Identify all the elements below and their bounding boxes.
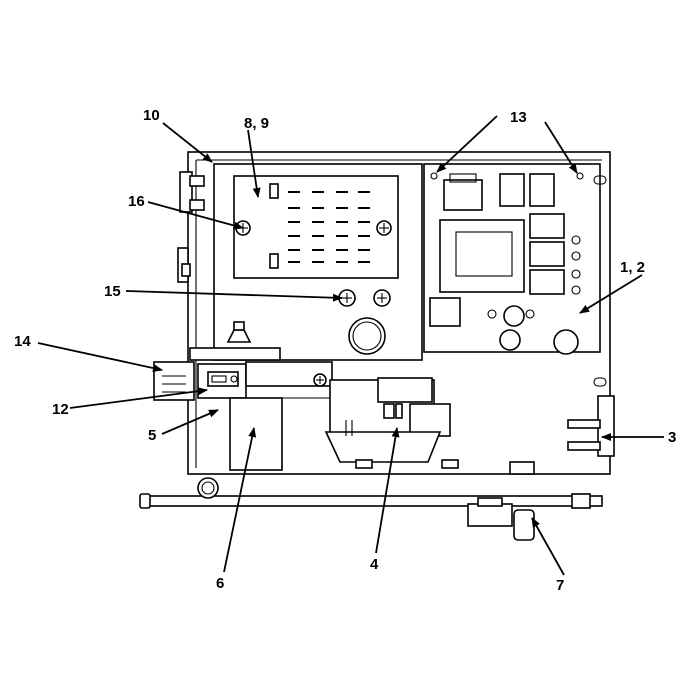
callout-16: 16 [128, 193, 145, 210]
side-connector [567, 395, 615, 457]
inner-panel [213, 163, 423, 361]
callout-1-2: 1, 2 [620, 259, 645, 276]
knockout-hole [348, 317, 386, 355]
callout-6: 6 [216, 575, 224, 592]
callout-4: 4 [370, 556, 379, 573]
callout-8-9: 7 [556, 577, 564, 594]
callout-13: 13 [510, 109, 527, 126]
relay-board [233, 175, 399, 279]
bottom-rail [139, 461, 603, 541]
leader-lines [37, 115, 664, 576]
callout-10: 10 [143, 107, 160, 124]
callout-5: 5 [148, 427, 156, 444]
callout-14: 14 [14, 333, 31, 350]
base-block [229, 397, 330, 471]
chassis-plate [177, 151, 611, 475]
screw-board-right [376, 220, 392, 236]
callout-7: 8, 9 [244, 115, 269, 132]
terminal-block [153, 321, 333, 401]
callout-3: 3 [668, 429, 676, 446]
control-board [423, 163, 601, 355]
callout-12: 12 [52, 401, 69, 418]
callout-labels: 10 8, 9 16 13 1, 2 15 14 12 5 3 6 4 7 [14, 107, 676, 594]
callout-15: 15 [104, 283, 121, 300]
screw-15 [338, 289, 391, 307]
transformer-assembly [324, 377, 459, 469]
